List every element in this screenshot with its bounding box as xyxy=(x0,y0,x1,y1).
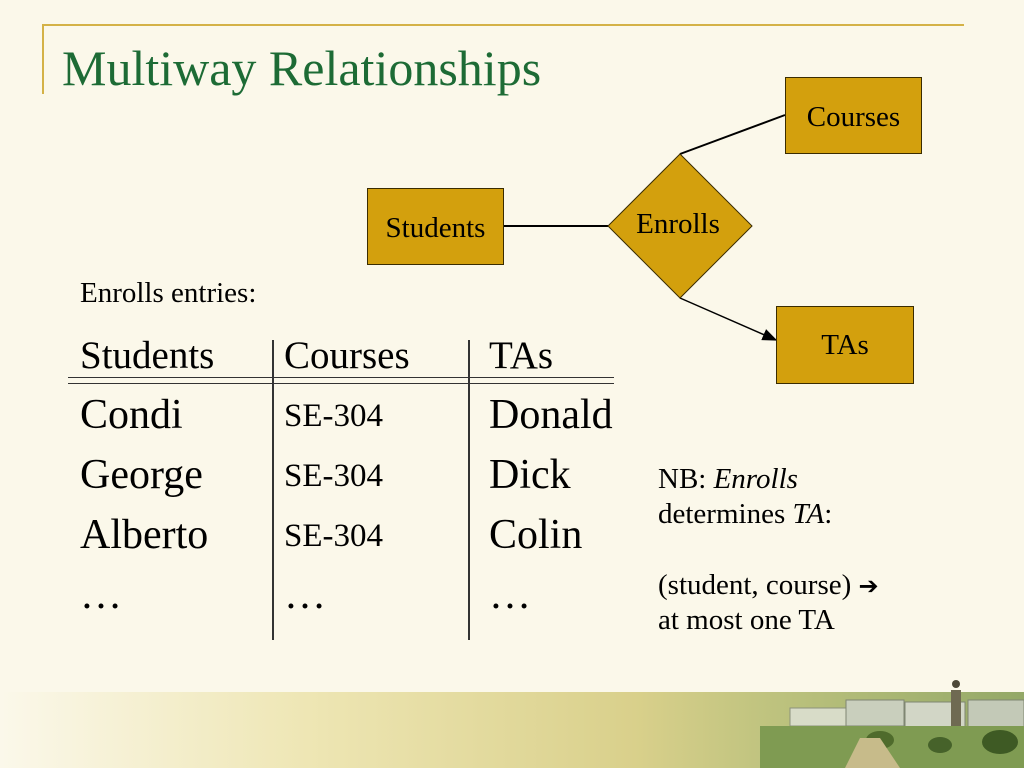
note-rule-right: at most one TA xyxy=(658,603,835,636)
note-determines-word: determines xyxy=(658,497,793,530)
table-cell: Donald xyxy=(489,392,613,438)
table-cell: … xyxy=(284,572,326,618)
table-header-rule-bottom xyxy=(68,383,614,384)
connector-courses xyxy=(679,114,786,155)
entity-courses: Courses xyxy=(785,77,922,154)
entity-courses-label: Courses xyxy=(806,101,901,133)
table-cell: SE-304 xyxy=(284,518,383,554)
table-cell: … xyxy=(80,572,122,618)
table-cell: George xyxy=(80,452,203,498)
table-header-students: Students xyxy=(80,334,215,377)
right-arrow-icon: ➔ xyxy=(858,572,879,600)
note-relationship-name: Enrolls xyxy=(713,463,798,495)
frame-top-rule xyxy=(42,24,964,26)
slide-title: Multiway Relationships xyxy=(62,40,542,96)
table-cell: … xyxy=(489,572,531,618)
note-colon: : xyxy=(824,497,833,530)
entity-tas: TAs xyxy=(776,306,914,384)
campus-tree xyxy=(928,737,952,753)
connector-tas-arrow xyxy=(679,297,778,341)
campus-tower xyxy=(951,690,961,726)
note-rule-left: (student, course) xyxy=(658,569,859,601)
table-column-divider-2 xyxy=(468,340,470,640)
campus-building xyxy=(967,699,1024,729)
note-determines: NB: Enrolls determines TA: xyxy=(658,462,832,532)
note-determined-attribute: TA xyxy=(792,497,825,530)
campus-building xyxy=(789,707,851,727)
relationship-enrolls-label: Enrolls xyxy=(636,208,720,240)
table-header-rule-top xyxy=(68,377,614,378)
frame-left-rule xyxy=(42,24,44,94)
entity-students-label: Students xyxy=(385,212,486,244)
table-cell: Colin xyxy=(489,512,583,558)
table-header-courses: Courses xyxy=(284,334,410,377)
entity-tas-label: TAs xyxy=(821,329,869,361)
table-cell: Alberto xyxy=(80,512,209,558)
campus-tree xyxy=(982,730,1018,754)
table-header-tas: TAs xyxy=(489,334,554,377)
table-cell: SE-304 xyxy=(284,398,383,434)
note-rule: (student, course) ➔ at most one TA xyxy=(658,568,879,638)
campus-building xyxy=(845,699,905,727)
table-cell: Condi xyxy=(80,392,183,438)
table-column-divider-1 xyxy=(272,340,274,640)
campus-path xyxy=(845,738,900,768)
table-cell: Dick xyxy=(489,452,571,498)
entity-students: Students xyxy=(367,188,504,265)
enrolls-diamond xyxy=(607,153,753,299)
note-prefix: NB: xyxy=(658,463,714,495)
campus-statue xyxy=(952,680,960,688)
table-cell: SE-304 xyxy=(284,458,383,494)
table-caption: Enrolls entries: xyxy=(80,277,257,309)
